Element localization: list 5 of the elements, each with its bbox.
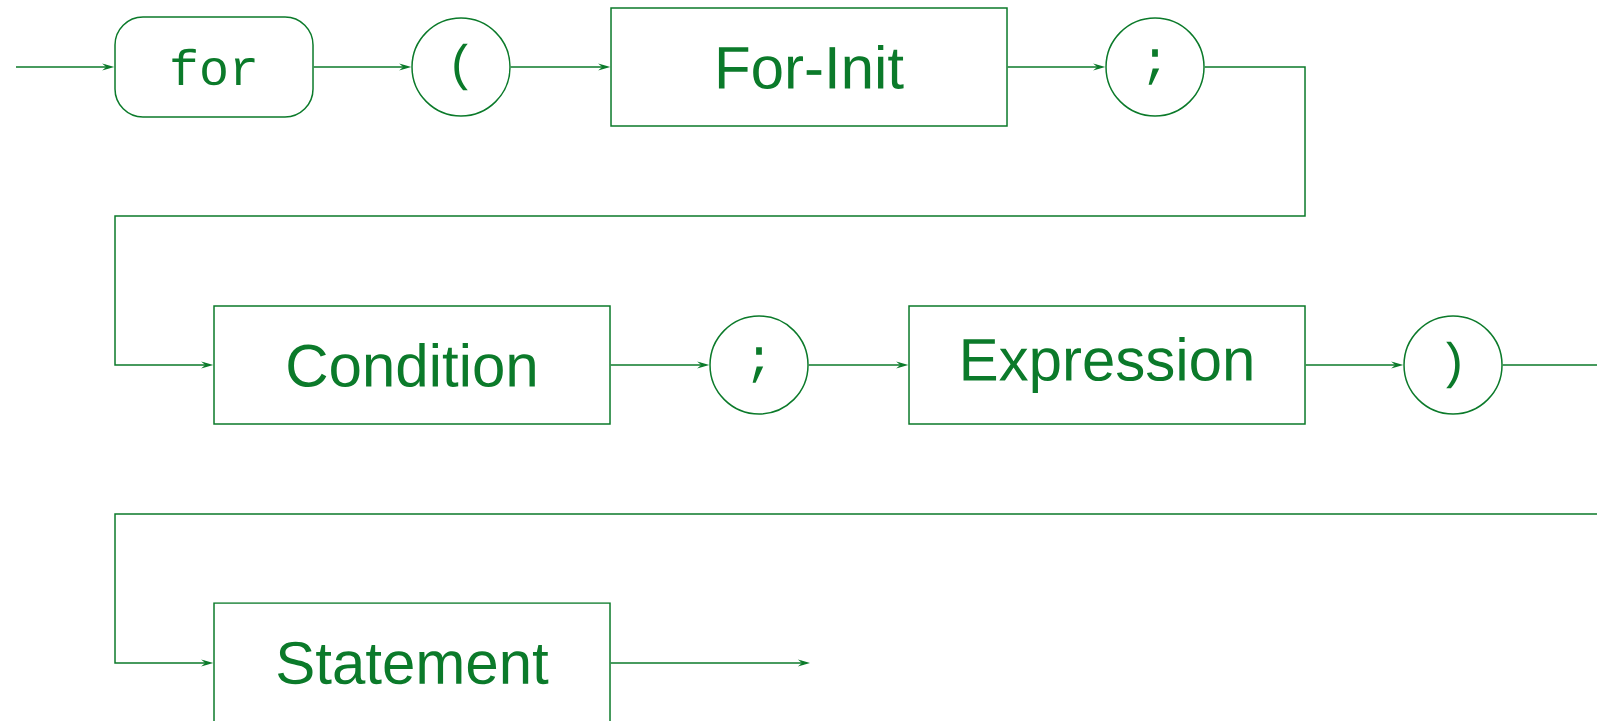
terminal-box: for [114, 16, 314, 118]
nonterminal-box: Statement [213, 602, 611, 721]
nonterminal-box: Condition [213, 305, 611, 425]
nonterminal-box: Expression [908, 305, 1306, 425]
nonterminal-box: For-Init [610, 7, 1008, 127]
